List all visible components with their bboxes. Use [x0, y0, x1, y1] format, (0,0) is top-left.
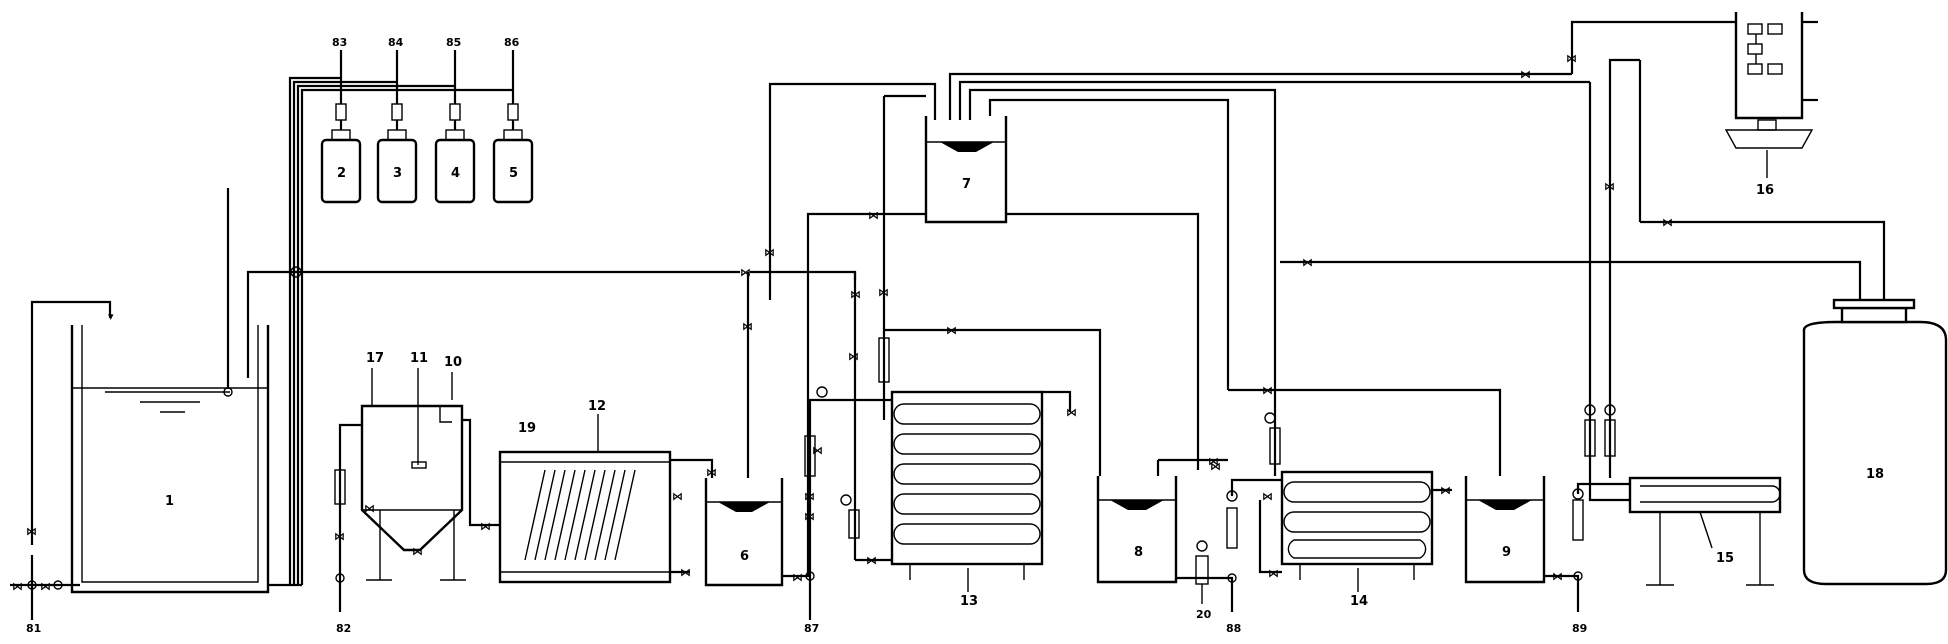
item-18-label: 18 — [1866, 467, 1884, 482]
tank-9-label: 9 — [1502, 545, 1511, 560]
tubular-exchanger-15: 15 — [1628, 476, 1782, 586]
svg-text:⋈: ⋈ — [740, 266, 751, 279]
svg-text:⋈: ⋈ — [680, 566, 691, 579]
svg-text:⋈: ⋈ — [1566, 52, 1577, 65]
coil-exchanger-14: 14 — [1280, 470, 1434, 609]
port-85-label: 85 — [446, 36, 461, 49]
item-13-label: 13 — [960, 594, 978, 609]
tank-6: 6 — [704, 478, 784, 587]
item-20-label: 20 — [1196, 608, 1212, 621]
svg-text:⋈: ⋈ — [1520, 68, 1531, 81]
tank-8-label: 8 — [1134, 545, 1143, 560]
svg-text:⋈: ⋈ — [1066, 406, 1077, 419]
tank-7: 7 — [924, 116, 1008, 224]
svg-text:⋈: ⋈ — [1662, 216, 1673, 229]
svg-text:⋈: ⋈ — [946, 324, 957, 337]
svg-text:⋈: ⋈ — [850, 288, 861, 301]
item-16-label: 16 — [1756, 183, 1774, 198]
svg-text:⋈: ⋈ — [40, 580, 51, 593]
svg-text:⋈: ⋈ — [412, 545, 423, 558]
svg-text:⋈: ⋈ — [1268, 567, 1279, 580]
port-87-label: 87 — [804, 622, 819, 635]
item-15-label: 15 — [1716, 551, 1734, 566]
svg-text:⋈: ⋈ — [12, 580, 23, 593]
svg-text:⋈: ⋈ — [848, 350, 859, 363]
tank-7-label: 7 — [962, 177, 971, 192]
item-12-label: 12 — [588, 399, 606, 414]
item-19-label: 19 — [518, 421, 536, 436]
svg-text:⋈: ⋈ — [1262, 384, 1273, 397]
clarifier-unit: 17 11 10 — [360, 351, 466, 581]
item-10-label: 10 — [444, 355, 462, 370]
item-14-label: 14 — [1350, 594, 1368, 609]
svg-text:⋈: ⋈ — [866, 554, 877, 567]
svg-text:⋈: ⋈ — [792, 571, 803, 584]
tank-3-label: 3 — [393, 166, 402, 181]
svg-text:⋈: ⋈ — [1440, 484, 1451, 497]
svg-text:⋈: ⋈ — [764, 246, 775, 259]
tank-2-label: 2 — [337, 166, 346, 181]
svg-text:▾: ▾ — [108, 310, 114, 323]
svg-text:⋈: ⋈ — [742, 320, 753, 333]
svg-text:⋈: ⋈ — [480, 520, 491, 533]
port-89-label: 89 — [1572, 622, 1587, 635]
svg-text:⋈: ⋈ — [706, 466, 717, 479]
tank-1: 1 — [70, 325, 270, 594]
dosing-bottles: 2 3 4 5 83 84 85 86 — [320, 36, 534, 204]
tank-9: 9 — [1464, 476, 1546, 584]
port-86-label: 86 — [504, 36, 520, 49]
svg-text:⋈: ⋈ — [1208, 455, 1219, 468]
svg-text:⋈: ⋈ — [1210, 460, 1221, 473]
vessel-18: 18 — [1802, 298, 1948, 586]
svg-text:⋈: ⋈ — [364, 502, 375, 515]
port-83-label: 83 — [332, 36, 347, 49]
svg-text:⋈: ⋈ — [26, 525, 37, 538]
tank-1-label: 1 — [165, 494, 174, 509]
svg-text:⋈: ⋈ — [878, 286, 889, 299]
item-17-label: 17 — [366, 351, 384, 366]
svg-text:⋈: ⋈ — [1604, 180, 1615, 193]
svg-text:⋈: ⋈ — [1262, 490, 1273, 503]
svg-text:⋈: ⋈ — [804, 490, 815, 503]
port-84-label: 84 — [388, 36, 404, 49]
inclined-plate-settler: 19 12 — [498, 399, 672, 584]
svg-text:⋈: ⋈ — [334, 530, 345, 543]
item-11-label: 11 — [410, 351, 428, 366]
tank-5-label: 5 — [509, 166, 518, 181]
svg-text:⋈: ⋈ — [1302, 256, 1313, 269]
port-82-label: 82 — [336, 622, 351, 635]
manifold-16: 16 — [1724, 12, 1814, 198]
tank-4-label: 4 — [451, 166, 460, 181]
svg-text:⋈: ⋈ — [672, 490, 683, 503]
tank-8: 8 — [1096, 476, 1178, 584]
svg-text:⋈: ⋈ — [804, 510, 815, 523]
svg-text:⋈: ⋈ — [868, 209, 879, 222]
tank-6-label: 6 — [740, 549, 749, 564]
coil-exchanger-13: 13 — [890, 390, 1044, 609]
port-81-label: 81 — [26, 622, 41, 635]
port-88-label: 88 — [1226, 622, 1241, 635]
svg-text:⋈: ⋈ — [812, 444, 823, 457]
svg-text:⋈: ⋈ — [1552, 570, 1563, 583]
